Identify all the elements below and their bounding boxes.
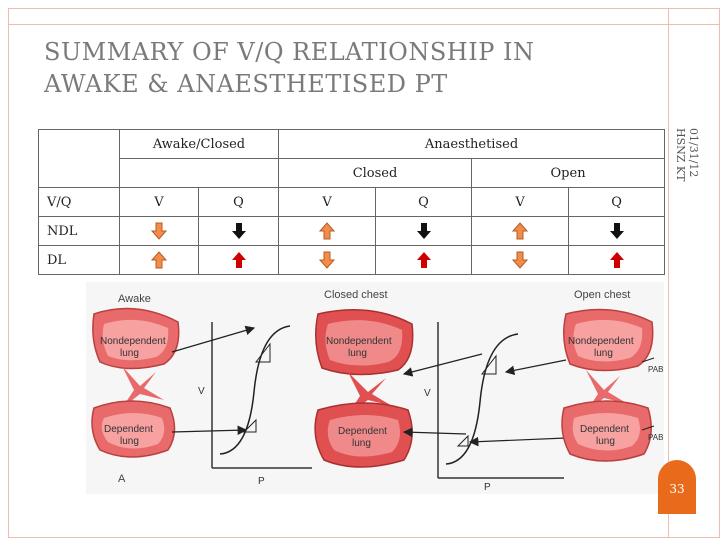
header-open: Open	[471, 158, 666, 188]
arrow-cell	[471, 216, 570, 246]
col-header-v: V	[471, 187, 570, 217]
arrow-cell	[471, 245, 570, 275]
slide-date: 01/31/12	[687, 128, 700, 178]
vq-table: Awake/Closed Anaesthetised Closed Open V…	[38, 129, 666, 275]
arrow-cell	[375, 216, 473, 246]
up-arrow-icon	[231, 252, 246, 268]
svg-text:lung: lung	[348, 348, 367, 359]
slide-title: SUMMARY OF V/Q RELATIONSHIP IN AWAKE & A…	[44, 36, 654, 100]
svg-text:Dependent: Dependent	[104, 424, 153, 435]
top-rule	[8, 24, 720, 25]
down-arrow-icon	[511, 251, 529, 269]
lungs-closed-chest: Nondependent lung Dependent lung	[314, 309, 414, 468]
slide-border	[8, 8, 720, 538]
arrow-cell	[197, 245, 280, 275]
svg-text:Nondependent: Nondependent	[100, 336, 166, 347]
label-pab: PAB	[648, 365, 663, 374]
table-empty-cell	[118, 158, 280, 188]
table-row: V/Q V Q V Q V Q	[38, 187, 666, 217]
row-header-vq: V/Q	[38, 187, 120, 217]
side-rule	[668, 8, 669, 538]
table-corner-cell	[38, 129, 120, 188]
arrow-cell	[278, 216, 377, 246]
lung-diagram: Awake Closed chest Open chest Nondepende…	[91, 289, 663, 493]
row-label-dl: DL	[38, 245, 120, 275]
arrow-cell	[119, 245, 199, 275]
svg-text:lung: lung	[120, 348, 139, 359]
svg-text:lung: lung	[596, 436, 615, 447]
vq-figure: Awake Closed chest Open chest Nondepende…	[86, 282, 664, 494]
label-pab: PAB	[648, 433, 663, 442]
svg-text:P: P	[258, 476, 265, 487]
col-header-v: V	[119, 187, 199, 217]
svg-text:lung: lung	[594, 348, 613, 359]
table-row: Awake/Closed Anaesthetised	[38, 129, 666, 188]
header-awake: Awake/Closed	[118, 129, 280, 159]
up-arrow-icon	[609, 252, 624, 268]
label-a: A	[118, 473, 126, 485]
table-row: NDL	[38, 216, 666, 246]
up-arrow-icon	[511, 222, 529, 240]
compliance-curve-1: V P	[171, 322, 312, 487]
compliance-curve-2: V P	[402, 322, 567, 493]
lungs-open-chest: Nondependent lung Dependent lung PAB PAB	[561, 308, 663, 462]
arrow-cell	[197, 216, 280, 246]
up-arrow-icon	[150, 251, 168, 269]
svg-text:Nondependent: Nondependent	[568, 336, 634, 347]
header-closed: Closed	[278, 158, 473, 188]
svg-text:Nondependent: Nondependent	[326, 336, 392, 347]
title-line-2: AWAKE & ANAESTHETISED PT	[44, 70, 448, 98]
down-arrow-icon	[416, 223, 431, 239]
arrow-cell	[119, 216, 199, 246]
down-arrow-icon	[609, 223, 624, 239]
arrow-cell	[278, 245, 377, 275]
table-row: Closed Open	[39, 158, 666, 188]
label-awake: Awake	[118, 293, 151, 305]
down-arrow-icon	[150, 222, 168, 240]
svg-text:V: V	[198, 386, 205, 397]
down-arrow-icon	[231, 223, 246, 239]
up-arrow-icon	[318, 222, 336, 240]
col-header-v: V	[278, 187, 377, 217]
svg-text:V: V	[424, 388, 431, 399]
arrow-cell	[568, 245, 666, 275]
col-header-q: Q	[197, 187, 280, 217]
up-arrow-icon	[416, 252, 431, 268]
svg-text:P: P	[484, 482, 491, 493]
row-label-ndl: NDL	[38, 216, 120, 246]
svg-text:lung: lung	[120, 436, 139, 447]
arrow-cell	[375, 245, 473, 275]
col-header-q: Q	[568, 187, 666, 217]
page-number: 33	[669, 482, 685, 496]
svg-text:Dependent: Dependent	[338, 426, 387, 437]
slide-author: HSNZ KT	[674, 128, 687, 182]
down-arrow-icon	[318, 251, 336, 269]
arrow-cell	[568, 216, 666, 246]
table-row: DL	[38, 245, 666, 275]
label-open-chest: Open chest	[574, 289, 630, 301]
svg-text:lung: lung	[352, 438, 371, 449]
title-line-1: SUMMARY OF V/Q RELATIONSHIP IN	[44, 38, 535, 66]
label-closed-chest: Closed chest	[324, 289, 388, 301]
side-info: 01/31/12 HSNZ KT	[672, 128, 700, 278]
lungs-awake: Nondependent lung Dependent lung	[91, 307, 180, 458]
page-number-badge: 33	[658, 460, 696, 514]
col-header-q: Q	[375, 187, 473, 217]
header-anaesthetised: Anaesthetised	[278, 129, 666, 159]
svg-text:Dependent: Dependent	[580, 424, 629, 435]
